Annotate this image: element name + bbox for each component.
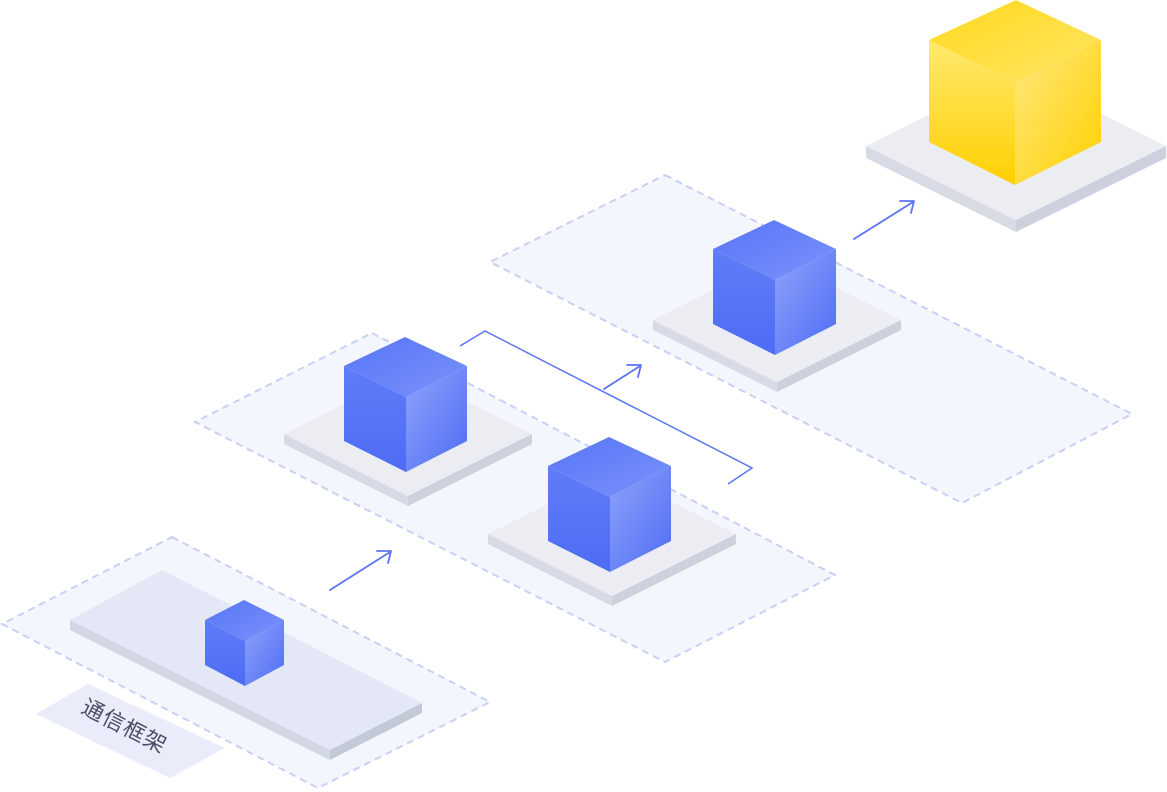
yellow-cube (929, 0, 1101, 185)
group-bracket (459, 330, 754, 485)
blue-cube-b (548, 437, 671, 572)
arrow-1 (329, 550, 392, 591)
blue-cube-a (344, 337, 467, 472)
arrows (329, 200, 915, 591)
blue-cube-c (713, 220, 836, 355)
small-blue-cube (205, 600, 284, 686)
arrow-3 (853, 200, 915, 240)
arrow-2 (603, 364, 642, 390)
